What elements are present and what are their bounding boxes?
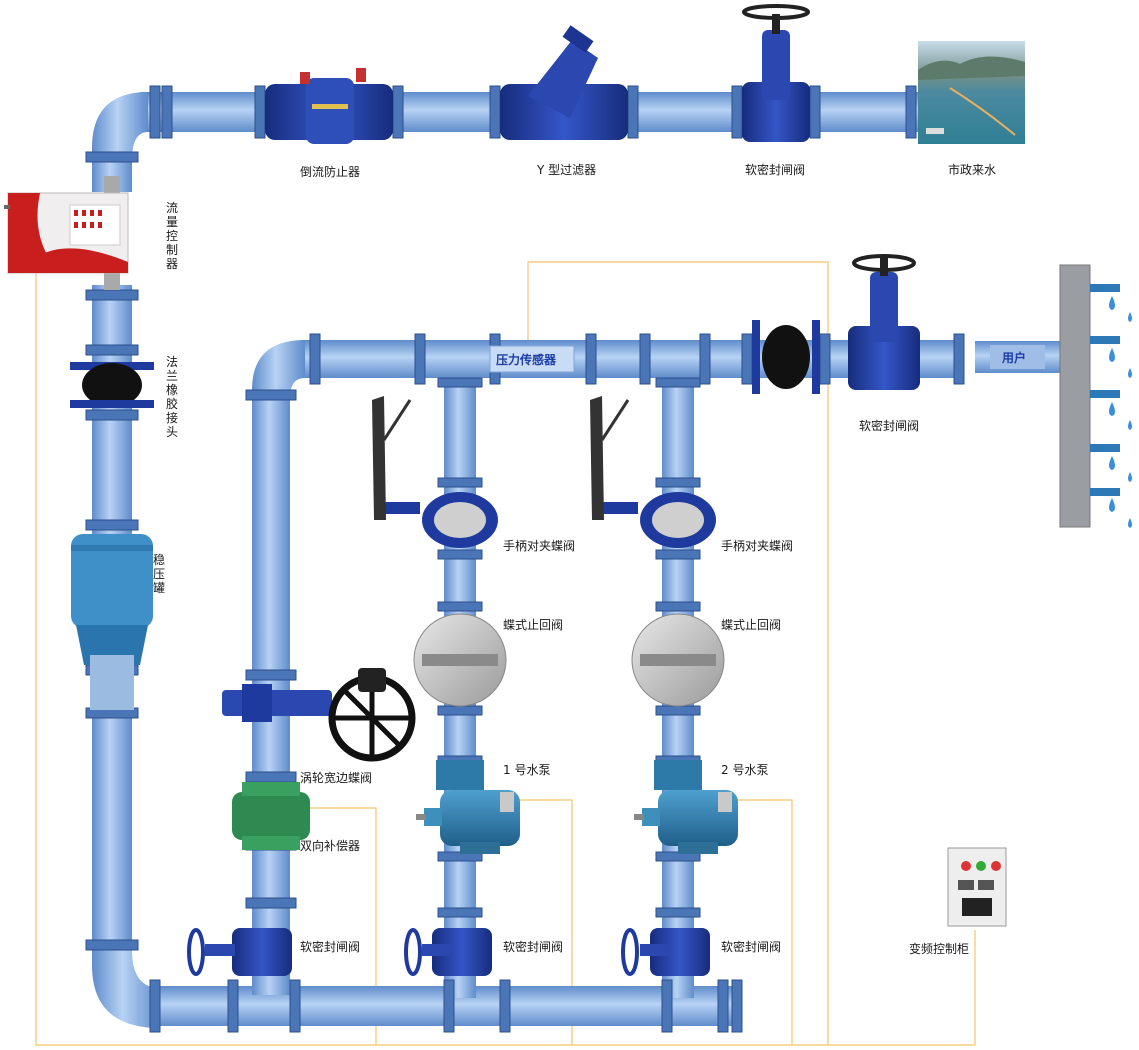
butterfly-valve-2-label: 手柄对夹蝶阀 (721, 539, 794, 553)
municipal-water-label: 市政来水 (948, 163, 997, 177)
gate-valve-bottom-2 (404, 928, 492, 976)
two-way-compensator (232, 782, 310, 850)
butterfly-valve-1 (372, 396, 498, 548)
pump-2 (634, 760, 738, 854)
surge-tank-label: 稳压罐 (153, 553, 166, 595)
gate-valve-top (742, 4, 810, 142)
backflow-preventer-label: 倒流防止器 (300, 165, 361, 179)
gate-valve-bottom-3-label: 软密封闸阀 (721, 940, 782, 954)
flange-rubber-joint-right (752, 320, 820, 394)
butterfly-valve-1-label: 手柄对夹蝶阀 (503, 539, 576, 553)
y-filter-label: Y 型过滤器 (537, 163, 597, 177)
control-wiring (35, 261, 976, 1046)
check-valve-2 (631, 613, 725, 707)
gate-valve-outlet (848, 254, 920, 390)
flange-rubber-joint-left (70, 362, 154, 408)
pressure-sensor-label: 压力传感器 (496, 353, 557, 367)
flanges (85, 85, 965, 1033)
check-valve-1 (413, 613, 507, 707)
gate-valve-bottom-3 (621, 928, 710, 976)
worm-gear-butterfly-valve (222, 668, 416, 762)
pump-1-label: 1 号水泵 (503, 763, 551, 777)
compensator-label: 双向补偿器 (300, 839, 361, 853)
pressure-sensor-tag (489, 345, 575, 373)
user-distribution (975, 264, 1132, 528)
gate-valve-bottom-1 (187, 928, 292, 976)
vfd-cabinet-label: 变频控制柜 (909, 942, 970, 956)
pump-1 (416, 760, 520, 854)
gate-valve-top-label: 软密封闸阀 (745, 163, 806, 177)
flow-controller-label: 流量控制器 (166, 201, 179, 271)
check-valve-1-label: 蝶式止回阀 (503, 618, 564, 632)
user-tag (990, 345, 1045, 369)
surge-tank (71, 534, 153, 710)
check-valve-2-label: 蝶式止回阀 (721, 618, 782, 632)
flow-controller (4, 176, 129, 290)
gate-valve-bottom-1-label: 软密封闸阀 (300, 940, 361, 954)
flange-rubber-joint-label: 法兰橡胶接头 (166, 355, 179, 439)
user-label: 用户 (1002, 351, 1027, 365)
vfd-control-cabinet (947, 847, 1007, 927)
butterfly-valve-2 (590, 396, 716, 548)
gate-valve-outlet-label: 软密封闸阀 (859, 419, 920, 433)
municipal-water-image (918, 41, 1025, 144)
gate-valve-bottom-2-label: 软密封闸阀 (503, 940, 564, 954)
pump-2-label: 2 号水泵 (721, 763, 769, 777)
worm-gear-valve-label: 涡轮宽边蝶阀 (300, 771, 373, 785)
y-filter (500, 25, 628, 140)
backflow-preventer (265, 68, 393, 144)
